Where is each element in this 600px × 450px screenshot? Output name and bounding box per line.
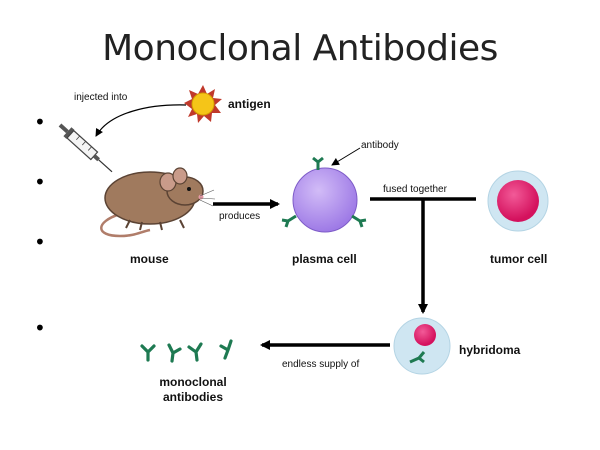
antibody-pointer: [331, 147, 361, 166]
bullet-1: •: [34, 110, 46, 134]
plasma-cell-icon: [281, 156, 367, 233]
label-plasma-cell: plasma cell: [292, 252, 357, 266]
syringe-icon: [58, 123, 113, 173]
mouse-icon: [100, 167, 216, 238]
tumor-cell-icon: [487, 170, 549, 232]
hybridoma-icon: [393, 317, 451, 375]
slide-title: Monoclonal Antibodies: [102, 28, 498, 69]
antigen-icon: [184, 85, 222, 123]
label-fused-together: fused together: [383, 184, 447, 195]
antibody-group-icon: [140, 339, 233, 363]
label-produces: produces: [219, 211, 261, 222]
label-monoclonal: monoclonal: [159, 375, 227, 389]
label-antibodies: antibodies: [162, 390, 223, 404]
label-injected-into: injected into: [74, 92, 128, 103]
bullet-2: •: [34, 170, 46, 194]
label-antigen: antigen: [228, 97, 271, 111]
label-tumor-cell: tumor cell: [490, 252, 548, 266]
label-endless-supply: endless supply of: [282, 359, 360, 370]
bullet-3: •: [34, 230, 46, 254]
label-antibody: antibody: [361, 140, 399, 151]
label-hybridoma: hybridoma: [459, 343, 521, 357]
bullet-4: •: [34, 316, 46, 340]
label-mouse: mouse: [130, 252, 169, 266]
injection-arrow: [95, 104, 187, 137]
